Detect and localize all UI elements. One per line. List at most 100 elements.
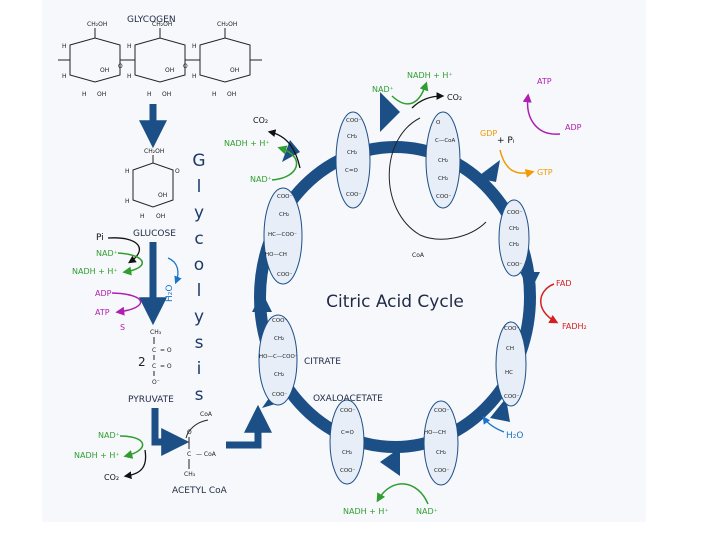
svg-text:OH: OH [100, 67, 109, 74]
left-co2: CO₂ [253, 116, 268, 125]
svg-text:COO⁻: COO⁻ [272, 318, 287, 324]
adp-label: ADP [565, 123, 582, 132]
svg-text:COO⁻: COO⁻ [436, 194, 451, 200]
top-nad: NAD⁺ [372, 85, 394, 94]
fumarate-oval [495, 321, 527, 407]
top-nadh: NADH + H⁺ [407, 71, 453, 80]
pyruvate-to-acetyl-arrow [151, 408, 190, 456]
pdh-nad-arrow [119, 435, 144, 459]
svg-text:O: O [183, 63, 188, 70]
glycogen-structure [58, 28, 262, 83]
water-right: H₂O [506, 431, 523, 441]
svg-text:H: H [127, 73, 132, 80]
bottom-nad: NAD⁺ [416, 507, 438, 516]
svg-text:CH₂OH: CH₂OH [217, 21, 237, 28]
svg-text:CH₂OH: CH₂OH [87, 21, 107, 28]
svg-text:HC: HC [505, 370, 513, 376]
svg-text:OH: OH [230, 67, 239, 74]
water-left-arrow [167, 257, 182, 285]
coa-incoming-arrow [185, 419, 209, 439]
svg-text:CH₃: CH₃ [150, 329, 162, 336]
svg-text:OH: OH [97, 91, 106, 98]
alpha-ketoglutarate-oval [335, 111, 371, 209]
glycogen-label: GLYCOGEN [127, 15, 176, 25]
svg-text:COO⁻: COO⁻ [507, 262, 522, 268]
svg-text:COO⁻: COO⁻ [277, 194, 292, 200]
svg-text:OH: OH [227, 91, 236, 98]
glycolysis-letter-6: y [194, 307, 204, 327]
svg-text:CH₂: CH₂ [342, 450, 352, 456]
top-co2: CO₂ [447, 93, 462, 102]
svg-text:OH: OH [165, 67, 174, 74]
fad-label: FAD [556, 279, 572, 288]
left-co2-arrow [267, 129, 301, 169]
svg-text:C: C [152, 347, 156, 354]
pdh-co2: CO₂ [104, 473, 119, 482]
isocitrate-oval [263, 187, 303, 285]
glycolysis-letter-1: l [197, 177, 202, 197]
svg-text:C: C [187, 451, 191, 458]
svg-text:C: C [152, 363, 156, 370]
top-co2-arrow [411, 92, 445, 109]
svg-text:CH₂OH: CH₂OH [144, 148, 164, 155]
glycolysis-adp: ADP [95, 289, 112, 298]
svg-text:COO⁻: COO⁻ [434, 408, 449, 414]
glycolysis-letter-5: l [197, 281, 202, 301]
svg-text:C=O: C=O [345, 168, 358, 174]
atp-label: ATP [537, 77, 552, 86]
adp-to-atp-arrow [522, 93, 561, 135]
gdp-label: GDP [480, 129, 497, 138]
svg-text:OH: OH [162, 91, 171, 98]
left-nad: NAD⁺ [250, 175, 272, 184]
svg-text:C=O: C=O [341, 430, 354, 436]
svg-text:HO—C—COO⁻: HO—C—COO⁻ [259, 354, 298, 360]
glycolysis-atp: ATP [95, 308, 110, 317]
svg-text:HC—COO⁻: HC—COO⁻ [268, 232, 297, 238]
svg-text:H: H [147, 91, 152, 98]
succinyl-coa-oval [425, 111, 461, 209]
metabolite-ovals [258, 111, 530, 486]
svg-text:OH: OH [156, 213, 165, 220]
fadh2-label: FADH₂ [562, 322, 587, 331]
svg-text:= O: = O [160, 347, 172, 354]
glycolysis-nad-arrow [117, 252, 143, 276]
pdh-nadh: NADH + H⁺ [74, 451, 120, 460]
svg-text:CH: CH [506, 346, 514, 352]
glycolysis-nadh: NADH + H⁺ [72, 267, 118, 276]
svg-text:H: H [62, 73, 67, 80]
pyruvate-label: PYRUVATE [128, 395, 174, 405]
svg-text:H: H [212, 91, 217, 98]
acetyl-to-citrate-arrow [226, 404, 272, 449]
svg-text:COO⁻: COO⁻ [340, 408, 355, 414]
glycolysis-letter-2: y [194, 203, 204, 223]
oxaloacetate-oval [329, 399, 365, 485]
svg-text:H: H [125, 198, 130, 205]
svg-text:COO⁻: COO⁻ [277, 272, 292, 278]
cycle-arrowheads [252, 92, 540, 476]
svg-text:H: H [127, 43, 132, 50]
svg-text:COO⁻: COO⁻ [434, 468, 449, 474]
svg-text:OH: OH [158, 192, 167, 199]
svg-text:COO⁻: COO⁻ [340, 468, 355, 474]
glycolysis-letter-9: s [195, 385, 204, 405]
svg-text:CH₂: CH₂ [347, 150, 357, 156]
coa-inner: CoA [412, 252, 425, 259]
svg-text:H: H [125, 168, 130, 175]
acetyl-coa-label: ACETYL CoA [172, 486, 228, 496]
svg-text:COO⁻: COO⁻ [504, 326, 519, 332]
svg-text:CH₂OH: CH₂OH [152, 21, 172, 28]
svg-text:= O: = O [160, 363, 172, 370]
glycolysis-s: S [120, 323, 125, 332]
pi-label: + Pᵢ [497, 136, 515, 146]
svg-text:HO—CH: HO—CH [265, 252, 287, 258]
glycolysis-letter-7: s [195, 333, 204, 353]
svg-text:CH₂: CH₂ [509, 226, 519, 232]
svg-text:HO—CH: HO—CH [424, 430, 446, 436]
bottom-nadh: NADH + H⁺ [343, 507, 389, 516]
fad-arrow [540, 283, 559, 324]
svg-text:COO⁻: COO⁻ [346, 192, 361, 198]
